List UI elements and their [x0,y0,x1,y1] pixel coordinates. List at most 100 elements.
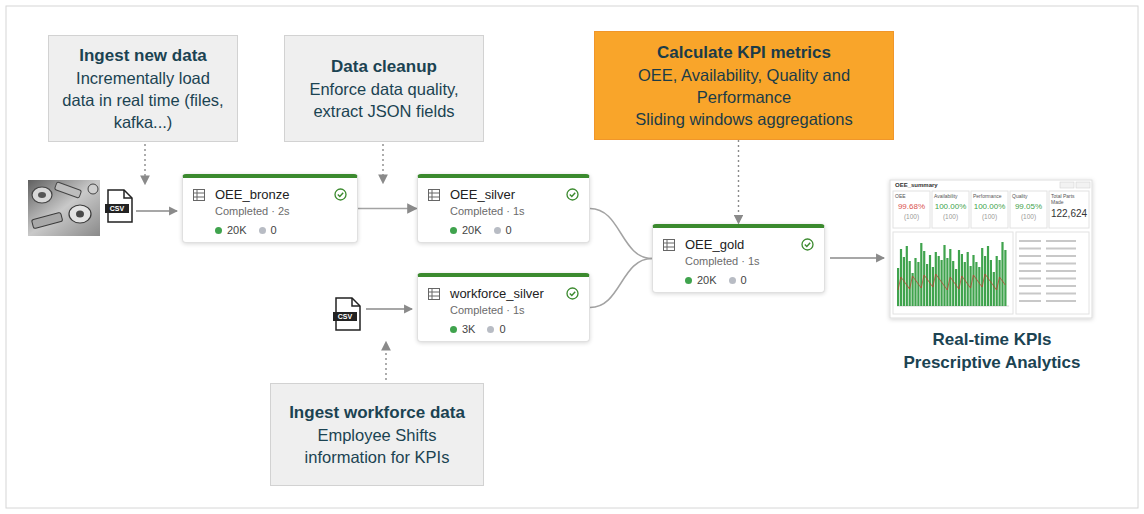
check-circle [335,189,346,200]
row-count: 20K [697,274,717,286]
kpi-tile [1049,191,1089,228]
chart-bar [975,262,977,306]
count-group: 0 [259,224,277,236]
screw-head [69,205,91,223]
chart-bar [926,264,928,306]
chart-line [898,274,1005,290]
table-cell [1019,285,1041,287]
count-dot [450,227,457,234]
count-dot [450,326,457,333]
table-rows [1019,240,1076,302]
node-status-row: Completed · 2s [215,205,347,217]
table-panel [1016,232,1089,314]
chart-bar [938,256,940,306]
node-title-row: workforce_silver [428,286,579,301]
status-check-icon [566,188,579,201]
check-mark [338,193,343,197]
check-circle [567,288,578,299]
dropped-count: 0 [271,224,277,236]
table-cell [1046,285,1076,287]
output-caption: Real-time KPIs Prescriptive Analytics [890,328,1094,374]
icon-grid [429,189,440,200]
photo-ground [28,180,100,236]
dashboard-frame [890,180,1092,318]
count-dot [729,277,736,284]
table-cell [1046,278,1076,280]
node-count-row: 20K0 [450,224,579,236]
chart-bar [999,260,1001,306]
outer-frame [6,6,1138,508]
icon-grid [194,189,205,200]
table-cell [1019,293,1041,295]
table-icon [428,288,440,300]
table-cell [1046,248,1076,250]
table-icon [428,189,440,201]
file-type-label: CSV [105,204,129,213]
callout-heading: Data cleanup [331,55,437,78]
dashboard-text: (100) [1010,213,1047,221]
chart-bar [981,248,983,306]
dashboard-text: (100) [932,213,969,221]
chart-bars [897,242,1007,306]
file-band [333,312,357,321]
dropped-count: 0 [506,224,512,236]
callout-body: Incrementally load data in real time (fi… [59,67,227,133]
count-group: 3K [450,323,475,335]
dashboard-text: 100.00% [932,202,969,212]
node-title-row: OEE_gold [663,237,814,252]
callout-body: Sliding windows aggregations [635,108,852,130]
table-cell [1019,263,1041,265]
file-fold [352,298,360,306]
pipeline-table-node: OEE_silverCompleted · 1s20K0 [417,174,590,243]
node-status-row: Completed · 1s [450,304,579,316]
kpi-tile [971,191,1008,228]
callout-box: Ingest workforce dataEmployee Shifts inf… [270,383,484,486]
table-cell [1046,255,1076,257]
pipeline-table-node: OEE_goldCompleted · 1s20K0 [652,224,825,293]
icon-grid [429,288,440,299]
dropped-count: 0 [499,323,505,335]
chart-bar [935,252,937,306]
leader-line [385,342,386,380]
table-cell [1046,300,1076,302]
node-count-row: 20K 0 [215,224,347,236]
chart-bar [929,255,931,306]
table-name: workforce_silver [450,286,544,301]
chart-bar [984,256,986,306]
file-band [105,204,129,213]
dot-fill [685,277,692,284]
dashboard-text: Performance [973,193,1007,199]
dashboard-text: Availability [934,193,968,199]
count-dot [685,277,692,284]
chart-bar [952,261,954,306]
table-cell [1046,240,1076,242]
kpi-tile [1010,191,1047,228]
check-mark [570,193,575,197]
dashboard-text: 99.68% [893,202,930,212]
table-cell [1019,248,1041,250]
count-group: 0 [494,224,512,236]
nut [88,184,98,194]
dashboard-text: OEE [895,193,929,199]
flow-arrow [136,210,177,211]
chart-bar [955,269,957,306]
callout-body: OEE, Availability, Quality and Performan… [605,64,883,108]
count-group: 20K [215,224,247,236]
callout-heading: Calculate KPI metrics [657,41,831,64]
run-status: Completed · 2s [215,205,290,217]
chart-bar [914,258,916,306]
chart-bar [958,250,960,306]
dashboard-text: 99.05% [1010,202,1047,212]
table-cell [1019,270,1041,272]
table-name: OEE_gold [685,237,744,252]
count-dot [259,227,266,234]
table-cell [1019,240,1041,242]
icon-frame [429,189,440,200]
dashboard-text: (100) [971,213,1008,221]
chart-bar [943,245,945,306]
file-type-label: CSV [333,312,357,321]
callout-box: Ingest new dataIncrementally load data i… [48,35,238,142]
node-status-row: Completed · 1s [685,255,814,267]
table-cell [1019,278,1041,280]
